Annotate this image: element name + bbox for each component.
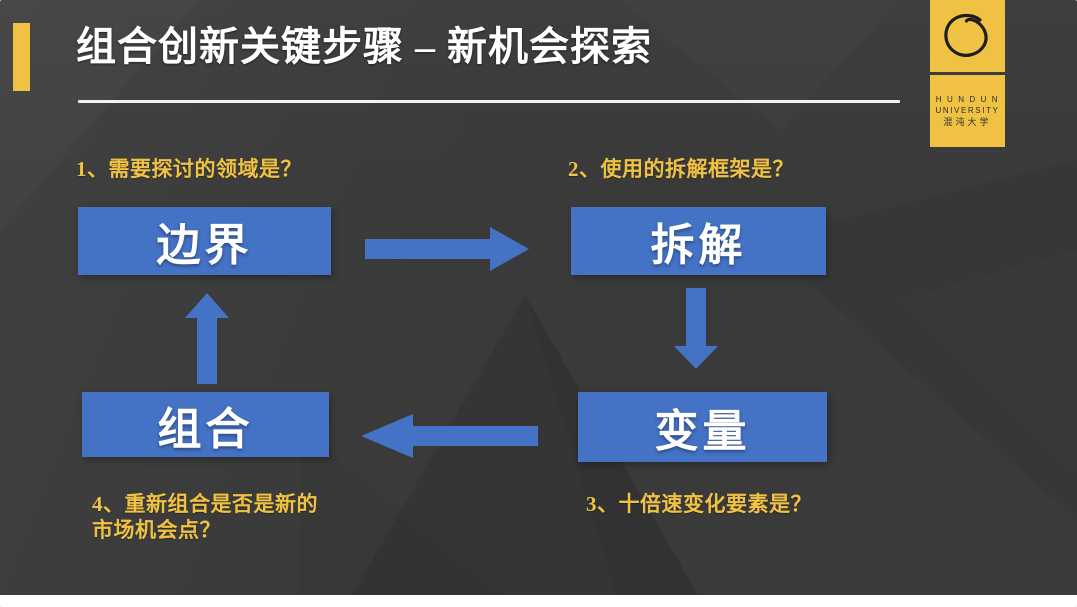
question-label-4: 4、重新组合是否是新的 市场机会点？ xyxy=(92,492,318,543)
enso-circle-icon xyxy=(943,13,988,57)
brand-logo: H U N D U N UNIVERSITY 混沌大学 xyxy=(930,0,1005,147)
title-accent-bar xyxy=(13,23,30,91)
node-combine[interactable]: 组合 xyxy=(82,392,329,457)
question-label-1: 1、需要探讨的领域是？ xyxy=(76,157,302,181)
logo-line-university: UNIVERSITY xyxy=(935,105,1000,115)
logo-wordmark: H U N D U N UNIVERSITY 混沌大学 xyxy=(930,75,1005,147)
question-label-2: 2、使用的拆解框架是？ xyxy=(568,157,794,181)
arrow-left-icon xyxy=(361,414,538,458)
arrow-down-icon xyxy=(674,288,718,369)
arrow-right-icon xyxy=(365,227,529,271)
logo-mark xyxy=(930,0,1005,72)
arrow-variable-to-combine xyxy=(360,412,538,460)
logo-line-chinese: 混沌大学 xyxy=(943,116,992,127)
logo-line-hundun: H U N D U N xyxy=(935,94,1000,104)
node-decompose[interactable]: 拆解 xyxy=(571,207,826,275)
node-variable[interactable]: 变量 xyxy=(578,392,827,462)
arrow-up-icon xyxy=(185,293,229,384)
slide-bottom-edge xyxy=(0,595,1077,607)
arrow-decompose-to-variable xyxy=(672,288,720,370)
node-boundary[interactable]: 边界 xyxy=(78,207,331,275)
question-label-3: 3、十倍速变化要素是？ xyxy=(586,492,812,516)
page-title: 组合创新关键步骤 – 新机会探索 xyxy=(76,24,652,69)
arrow-boundary-to-decompose xyxy=(365,225,530,273)
title-divider xyxy=(78,100,900,103)
arrow-combine-to-boundary xyxy=(183,292,231,384)
